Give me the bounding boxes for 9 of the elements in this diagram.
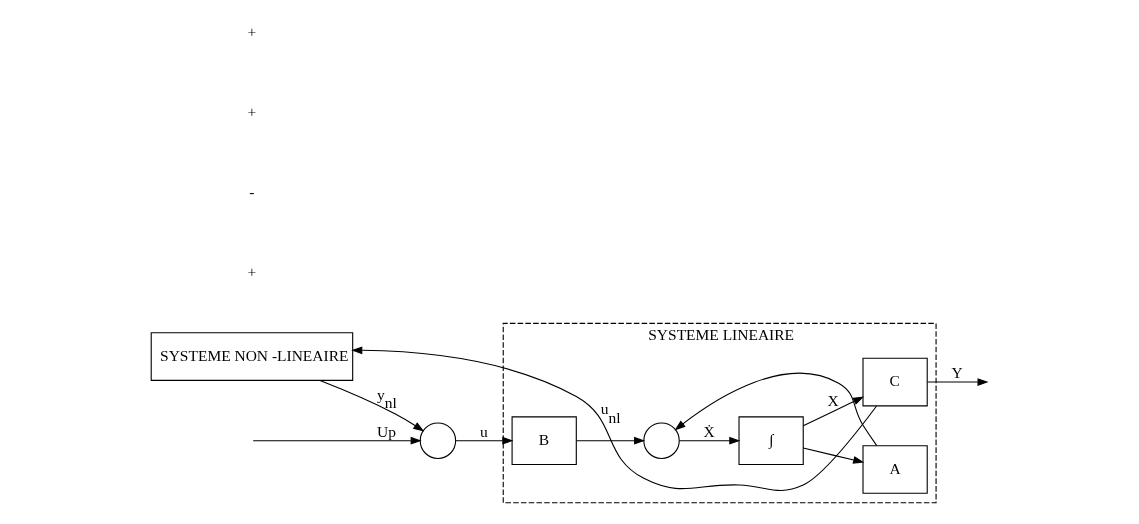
label: - <box>249 182 255 200</box>
edge-label: X <box>827 391 839 409</box>
edge-label: Ẋ <box>703 422 715 440</box>
edge-label: u <box>479 422 488 440</box>
label: + <box>247 22 257 40</box>
edge-label: Up <box>377 422 396 440</box>
edge-label: Y <box>951 363 963 381</box>
label: + <box>247 262 257 280</box>
label: + <box>247 102 257 120</box>
